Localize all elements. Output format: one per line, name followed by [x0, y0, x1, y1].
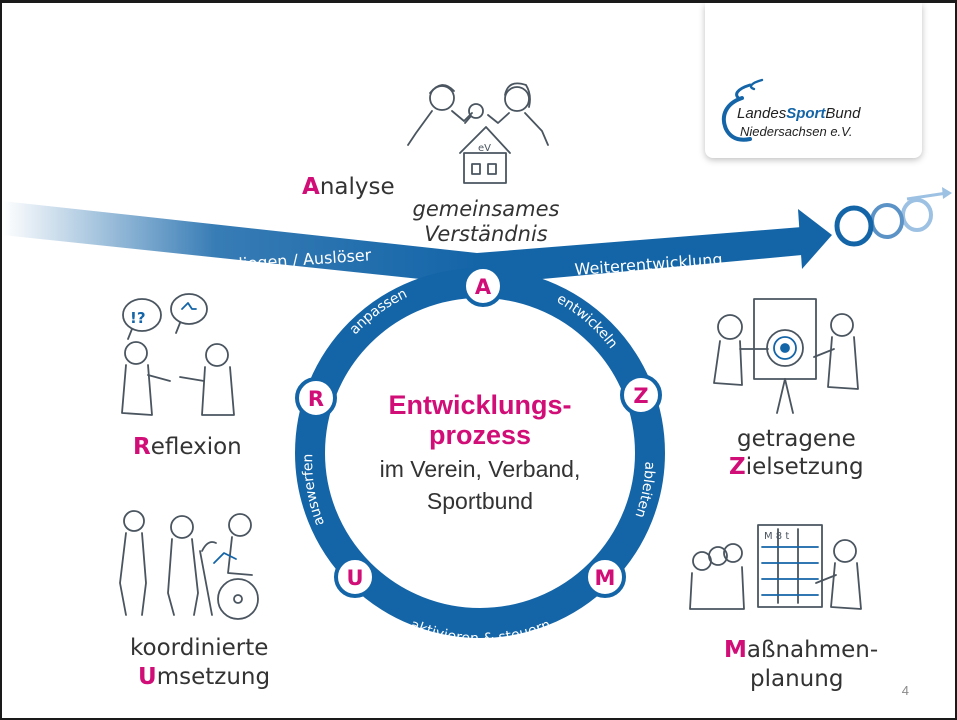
- target-icon: [766, 329, 804, 367]
- logo-card: [705, 3, 922, 158]
- label-umsetzung-line1: koordinierte: [130, 635, 268, 661]
- center-title-line2: prozess: [429, 420, 531, 450]
- label-massnahmen-line1: Maßnahmen-: [724, 637, 878, 663]
- watering-can-icon: [201, 541, 217, 552]
- node-letter-z: Z: [633, 384, 648, 408]
- ziel-illustration: [713, 298, 859, 414]
- progress-rings-icon: [834, 187, 952, 247]
- house-label: eV: [478, 143, 491, 154]
- label-massnahmen-line2: planung: [750, 666, 843, 692]
- logo-line1: LandesSportBund: [737, 105, 861, 122]
- magnifier-icon: [468, 103, 484, 119]
- label-umsetzung-line2: Umsetzung: [138, 664, 270, 690]
- thumbs-up-icon: [181, 302, 197, 310]
- node-letter-a: A: [475, 275, 492, 299]
- center-subtitle-line1: im Verein, Verband,: [380, 456, 581, 482]
- label-analyse: Analyse: [302, 174, 395, 200]
- center-title-line1: Entwicklungs-: [388, 390, 571, 420]
- page-number: 4: [901, 683, 909, 698]
- speech-bubble-text: !?: [130, 309, 146, 327]
- logo: LandesSportBund Niedersachsen e.V.: [721, 78, 861, 142]
- label-reflexion: Reflexion: [133, 434, 242, 460]
- node-letter-u: U: [346, 566, 363, 590]
- node-letter-m: M: [595, 566, 616, 590]
- logo-line2: Niedersachsen e.V.: [740, 124, 853, 139]
- label-analyse-desc2: Verständnis: [424, 222, 548, 246]
- ring-node-u: U: [334, 556, 376, 598]
- process-arrow: Anliegen / Auslöser Weiterentwicklung: [2, 201, 832, 285]
- label-ziel-line1: getragene: [737, 426, 856, 452]
- ring-node-a: A: [462, 265, 504, 307]
- ring-node-r: R: [295, 377, 337, 419]
- umsetzung-illustration: [119, 510, 259, 620]
- wheelchair-icon: [217, 578, 259, 620]
- center-text: Entwicklungs- prozess im Verein, Verband…: [380, 390, 581, 514]
- massnahmen-illustration: M 8 t: [689, 524, 862, 610]
- analyse-illustration: eV: [407, 82, 549, 184]
- board-heading: M 8 t: [764, 531, 789, 542]
- node-letter-r: R: [308, 387, 324, 411]
- reflexion-illustration: !?: [121, 293, 235, 416]
- label-ziel-line2: Zielsetzung: [729, 454, 864, 480]
- ring-node-z: Z: [620, 374, 662, 416]
- center-subtitle-line2: Sportbund: [427, 488, 533, 514]
- label-analyse-desc1: gemeinsames: [413, 197, 560, 221]
- process-graphic: LandesSportBund Niedersachsen e.V. Anlie…: [2, 78, 952, 692]
- ring-node-m: M: [584, 556, 626, 598]
